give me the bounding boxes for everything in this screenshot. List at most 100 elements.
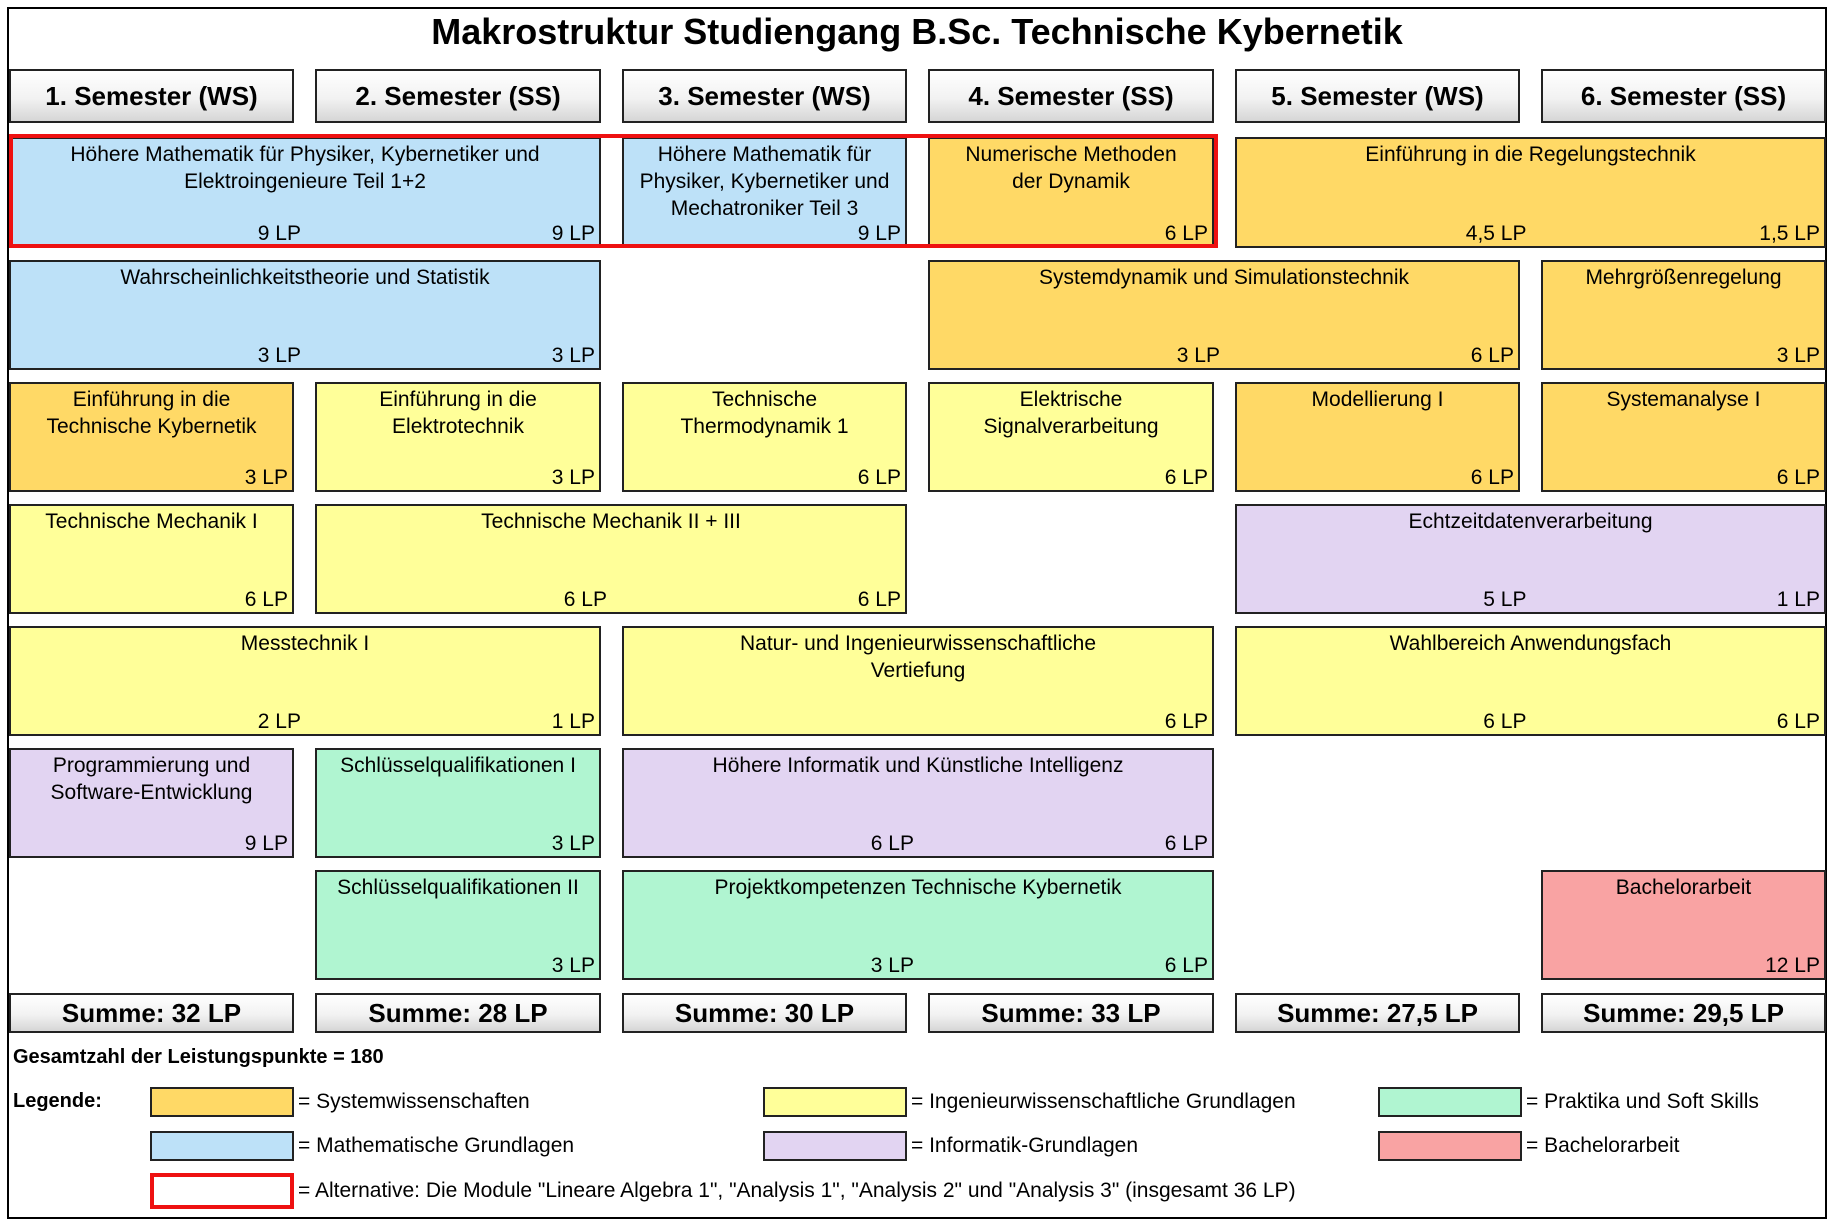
module-title: Elektrische Signalverarbeitung	[983, 388, 1159, 438]
semester-header-3: 3. Semester (WS)	[622, 69, 907, 123]
module-systemanalyse: Systemanalyse I 6 LP	[1541, 382, 1826, 492]
module-modellierung: Modellierung I 6 LP	[1235, 382, 1520, 492]
semester-header-6: 6. Semester (SS)	[1541, 69, 1826, 123]
module-lp: 3 LP	[551, 832, 595, 855]
module-hoehere-mathematik-3: Höhere Mathematik für Physiker, Kybernet…	[622, 137, 907, 248]
module-echtzeitdatenverarbeitung: Echtzeitdatenverarbeitung 5 LP 1 LP	[1235, 504, 1826, 614]
legend-swatch-systemwissenschaften	[150, 1087, 294, 1117]
legend-text-ingenieur: = Ingenieurwissenschaftliche Grundlagen	[911, 1090, 1296, 1113]
module-title: Natur- und Ingenieurwissenschaftliche Ve…	[739, 632, 1097, 682]
semester-sum-3: Summe: 30 LP	[622, 993, 907, 1033]
module-lp-left: 4,5 LP	[1465, 222, 1527, 245]
module-title: Höhere Mathematik für Physiker, Kybernet…	[70, 143, 540, 193]
legend-text-praktika: = Praktika und Soft Skills	[1526, 1090, 1759, 1113]
module-title: Bachelorarbeit	[1615, 876, 1752, 899]
module-lp-left: 3 LP	[1176, 344, 1220, 367]
legend-text-bachelorarbeit: = Bachelorarbeit	[1526, 1134, 1680, 1157]
module-title: Programmierung und Software-Entwicklung	[50, 754, 253, 804]
module-lp-left: 5 LP	[1483, 588, 1527, 611]
module-schluesselqualifikationen-1: Schlüsselqualifikationen I 3 LP	[315, 748, 601, 858]
legend-swatch-ingenieur	[763, 1087, 907, 1117]
module-title: Wahlbereich Anwendungsfach	[1389, 632, 1672, 655]
module-lp: 3 LP	[551, 954, 595, 977]
module-title: Einführung in die Elektrotechnik	[379, 388, 537, 438]
module-lp: 6 LP	[857, 466, 901, 489]
semester-header-4: 4. Semester (SS)	[928, 69, 1214, 123]
module-technische-mechanik-2-3: Technische Mechanik II + III 6 LP 6 LP	[315, 504, 907, 614]
module-lp: 6 LP	[1164, 466, 1208, 489]
legend-label: Legende:	[13, 1090, 102, 1112]
module-lp: 6 LP	[1470, 466, 1514, 489]
module-systemdynamik: Systemdynamik und Simulationstechnik 3 L…	[928, 260, 1520, 370]
module-lp-right: 6 LP	[1470, 344, 1514, 367]
module-lp-left: 6 LP	[1483, 710, 1527, 733]
legend-swatch-alternative	[150, 1173, 294, 1209]
diagram-frame	[7, 7, 1827, 1219]
legend-text-informatik: = Informatik-Grundlagen	[911, 1134, 1139, 1157]
module-title: Einführung in die Technische Kybernetik	[46, 388, 257, 438]
module-technische-mechanik-1: Technische Mechanik I 6 LP	[9, 504, 294, 614]
module-lp-right: 9 LP	[551, 222, 595, 245]
module-lp-right: 1,5 LP	[1759, 222, 1820, 245]
module-numerische-methoden: Numerische Methoden der Dynamik 6 LP	[928, 137, 1214, 248]
module-bachelorarbeit: Bachelorarbeit 12 LP	[1541, 870, 1826, 980]
module-lp-right: 6 LP	[857, 588, 901, 611]
module-title: Messtechnik I	[240, 632, 370, 655]
legend-text-systemwissenschaften: = Systemwissenschaften	[298, 1090, 530, 1113]
module-lp-right: 1 LP	[551, 710, 595, 733]
legend-text-alternative: = Alternative: Die Module "Lineare Algeb…	[298, 1179, 1296, 1202]
module-wahlbereich: Wahlbereich Anwendungsfach 6 LP 6 LP	[1235, 626, 1826, 736]
module-lp: 9 LP	[857, 222, 901, 245]
module-title: Systemanalyse I	[1606, 388, 1761, 411]
module-title: Modellierung I	[1311, 388, 1444, 411]
module-title: Wahrscheinlichkeitstheorie und Statistik	[120, 266, 490, 289]
module-lp-right: 3 LP	[551, 344, 595, 367]
legend-swatch-bachelorarbeit	[1378, 1131, 1522, 1161]
module-projektkompetenzen: Projektkompetenzen Technische Kybernetik…	[622, 870, 1214, 980]
semester-sum-5: Summe: 27,5 LP	[1235, 993, 1520, 1033]
module-lp: 6 LP	[1164, 222, 1208, 245]
semester-header-1: 1. Semester (WS)	[9, 69, 294, 123]
semester-sum-1: Summe: 32 LP	[9, 993, 294, 1033]
module-einfuehrung-et: Einführung in die Elektrotechnik 3 LP	[315, 382, 601, 492]
module-title: Mehrgrößenregelung	[1585, 266, 1782, 289]
module-mehrgroessenregelung: Mehrgrößenregelung 3 LP	[1541, 260, 1826, 370]
module-signalverarbeitung: Elektrische Signalverarbeitung 6 LP	[928, 382, 1214, 492]
alternative-highlight	[9, 134, 1218, 248]
module-lp: 12 LP	[1765, 954, 1820, 977]
module-schluesselqualifikationen-2: Schlüsselqualifikationen II 3 LP	[315, 870, 601, 980]
module-lp: 6 LP	[1164, 710, 1208, 733]
semester-header-5: 5. Semester (WS)	[1235, 69, 1520, 123]
module-title: Echtzeitdatenverarbeitung	[1408, 510, 1653, 533]
module-title: Numerische Methoden der Dynamik	[965, 143, 1177, 193]
module-title: Einführung in die Regelungstechnik	[1365, 143, 1696, 166]
module-title: Technische Mechanik II + III	[481, 510, 741, 533]
module-wahrscheinlichkeitstheorie: Wahrscheinlichkeitstheorie und Statistik…	[9, 260, 601, 370]
semester-sum-4: Summe: 33 LP	[928, 993, 1214, 1033]
module-lp-right: 1 LP	[1776, 588, 1820, 611]
module-lp-left: 3 LP	[870, 954, 914, 977]
module-lp: 6 LP	[1776, 466, 1820, 489]
module-lp: 6 LP	[244, 588, 288, 611]
module-title: Höhere Informatik und Künstliche Intelli…	[712, 754, 1124, 777]
module-lp: 3 LP	[1776, 344, 1820, 367]
module-lp-left: 3 LP	[257, 344, 301, 367]
module-lp-left: 6 LP	[563, 588, 607, 611]
module-programmierung: Programmierung und Software-Entwicklung …	[9, 748, 294, 858]
semester-sum-2: Summe: 28 LP	[315, 993, 601, 1033]
module-regelungstechnik: Einführung in die Regelungstechnik 4,5 L…	[1235, 137, 1826, 248]
module-lp-left: 6 LP	[870, 832, 914, 855]
semester-sum-6: Summe: 29,5 LP	[1541, 993, 1826, 1033]
legend-swatch-mathematik	[150, 1131, 294, 1161]
legend-swatch-praktika	[1378, 1087, 1522, 1117]
module-lp-left: 2 LP	[257, 710, 301, 733]
module-title: Projektkompetenzen Technische Kybernetik	[714, 876, 1122, 899]
total-credits: Gesamtzahl der Leistungspunkte = 180	[13, 1046, 384, 1068]
module-title: Höhere Mathematik für Physiker, Kybernet…	[639, 143, 890, 220]
module-title: Schlüsselqualifikationen II	[337, 876, 579, 899]
module-lp: 3 LP	[551, 466, 595, 489]
module-title: Technische Thermodynamik 1	[680, 388, 849, 438]
module-lp-right: 6 LP	[1164, 832, 1208, 855]
module-lp-left: 9 LP	[257, 222, 301, 245]
module-title: Technische Mechanik I	[45, 510, 258, 533]
